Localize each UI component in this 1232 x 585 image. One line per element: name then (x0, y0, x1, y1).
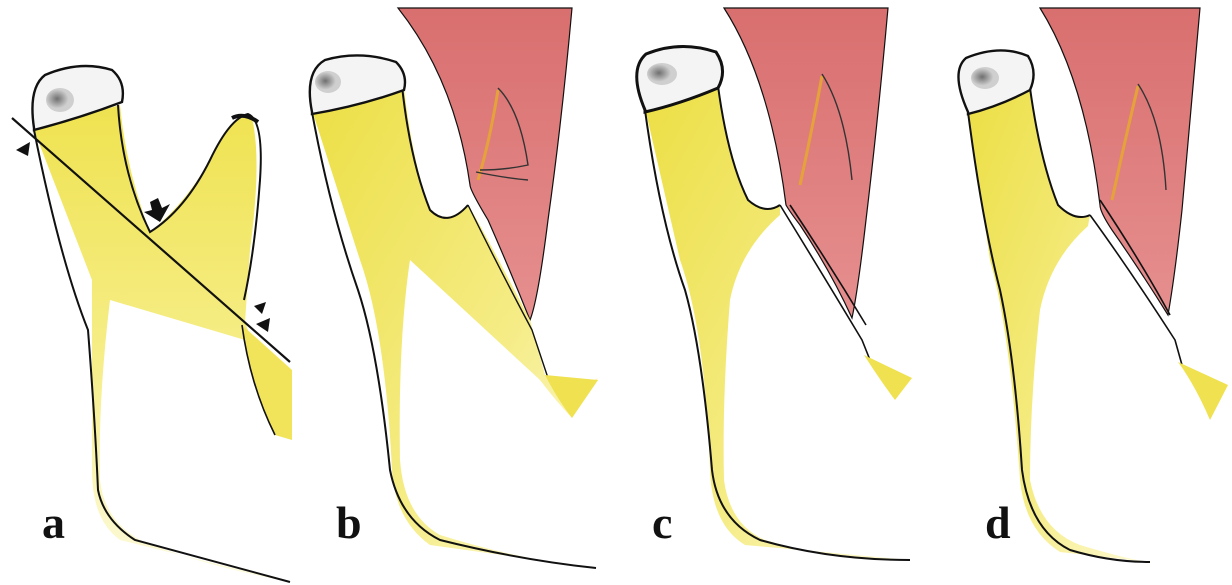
lower-fragment-d (1178, 362, 1228, 420)
panel-d (958, 8, 1228, 562)
panel-label-b: b (336, 500, 362, 546)
panel-label-c: c (652, 500, 672, 546)
panel-b (310, 8, 598, 568)
lower-fragment-b (545, 375, 598, 418)
double-arrowhead-icon (254, 302, 270, 332)
panel-c (637, 8, 912, 560)
panel-label-a: a (42, 500, 65, 546)
panel-label-d: d (985, 500, 1011, 546)
lower-fragment-c (864, 355, 912, 400)
arrowhead-icon (16, 142, 30, 156)
